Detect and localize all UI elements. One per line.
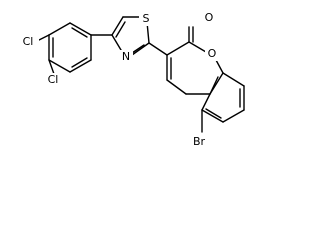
- atom-br: Br: [193, 135, 206, 148]
- bond: [209, 76, 219, 95]
- bond: [48, 59, 71, 73]
- label-background: [187, 135, 211, 149]
- bond: [131, 42, 150, 56]
- atom-cl-bottom: Cl: [48, 73, 59, 86]
- bond: [71, 57, 88, 68]
- bond: [188, 41, 207, 53]
- bond: [201, 109, 224, 123]
- bond: [69, 22, 92, 36]
- molecule-diagram: Cl Cl S N O O Br: [17, 11, 245, 149]
- bond: [111, 16, 124, 36]
- bond: [131, 44, 145, 54]
- atom-s: S: [143, 12, 150, 25]
- atom-n: N: [122, 50, 130, 63]
- label-background: [42, 73, 64, 87]
- bonds: [36, 16, 245, 133]
- bond: [205, 108, 222, 119]
- bond: [69, 59, 92, 73]
- atom-labels: Cl Cl S N O O Br: [17, 11, 219, 149]
- bond: [201, 93, 211, 111]
- bond: [215, 59, 224, 74]
- atom-o-carbonyl: O: [205, 11, 214, 24]
- bond: [48, 59, 55, 75]
- atom-cl-top: Cl: [23, 35, 34, 48]
- bond: [166, 79, 187, 95]
- structure-drawing: Cl Cl S N O O Br: [17, 11, 245, 149]
- label-background: [205, 47, 219, 61]
- bond: [148, 42, 168, 56]
- label-background: [119, 50, 133, 64]
- bond: [71, 27, 88, 38]
- bond: [115, 21, 126, 38]
- bond: [48, 22, 71, 36]
- label-background: [139, 12, 153, 26]
- bond: [222, 72, 245, 87]
- label-background: [17, 35, 39, 49]
- atom-o-ring: O: [208, 47, 217, 60]
- label-background: [202, 11, 216, 25]
- bond: [222, 109, 245, 123]
- bond: [166, 41, 190, 56]
